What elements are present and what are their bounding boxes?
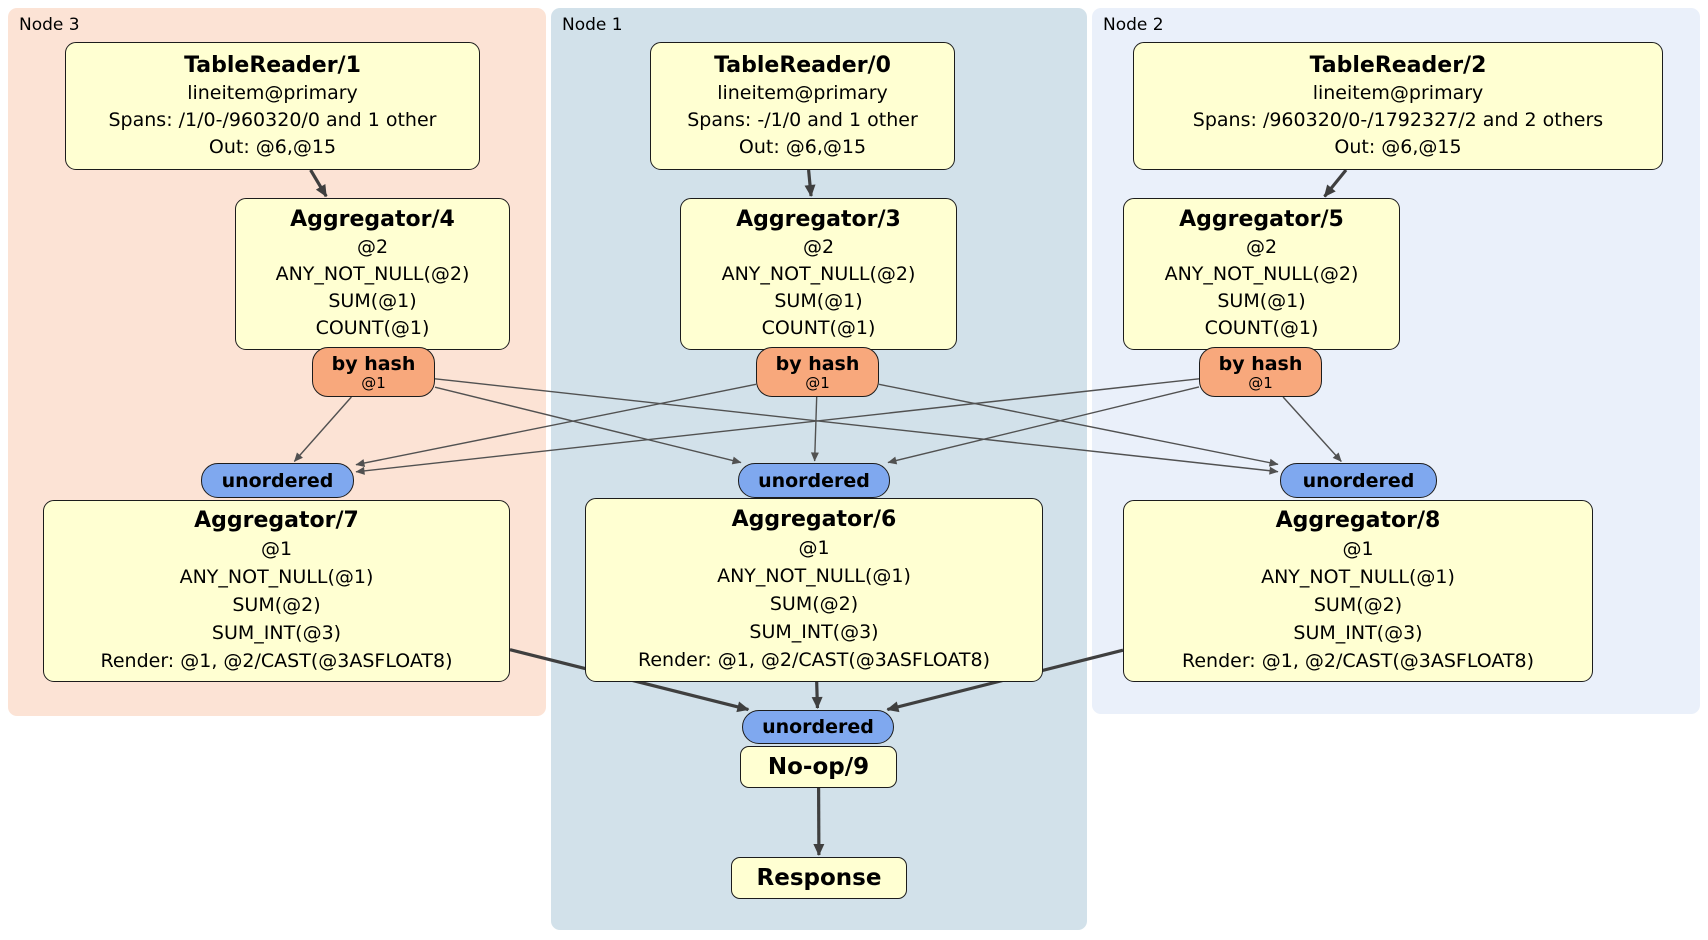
- unordered-badge-final: unordered: [742, 710, 894, 744]
- badge-sublabel: @1: [361, 373, 386, 392]
- box-line: SUM(@1): [328, 290, 417, 312]
- byhash-badge-node1: by hash @1: [756, 347, 879, 397]
- aggregator-3-box: Aggregator/3 @2 ANY_NOT_NULL(@2) SUM(@1)…: [680, 198, 957, 350]
- box-title: TableReader/0: [714, 52, 891, 78]
- aggregator-5-box: Aggregator/5 @2 ANY_NOT_NULL(@2) SUM(@1)…: [1123, 198, 1400, 350]
- noop-9-box: No-op/9: [740, 746, 897, 788]
- aggregator-7-box: Aggregator/7 @1 ANY_NOT_NULL(@1) SUM(@2)…: [43, 500, 510, 682]
- box-title: Aggregator/4: [290, 207, 455, 232]
- tablereader-2-box: TableReader/2 lineitem@primary Spans: /9…: [1133, 42, 1663, 170]
- badge-label: by hash: [331, 352, 416, 375]
- aggregator-4-box: Aggregator/4 @2 ANY_NOT_NULL(@2) SUM(@1)…: [235, 198, 510, 350]
- badge-label: unordered: [1302, 469, 1415, 492]
- box-line: ANY_NOT_NULL(@2): [1164, 263, 1359, 285]
- box-title: Aggregator/7: [194, 508, 359, 533]
- region-label-node3: Node 3: [19, 15, 80, 35]
- box-line: @2: [356, 236, 389, 258]
- badge-label: unordered: [221, 469, 334, 492]
- box-line: lineitem@primary: [717, 81, 888, 104]
- box-title: Aggregator/3: [736, 207, 901, 232]
- box-line: ANY_NOT_NULL(@2): [275, 263, 470, 285]
- box-line: Out: @6,@15: [738, 135, 867, 158]
- box-line: Out: @6,@15: [208, 135, 337, 158]
- unordered-badge-node1: unordered: [738, 463, 890, 498]
- badge-sublabel: @1: [805, 373, 830, 392]
- box-line: SUM(@2): [769, 593, 859, 615]
- box-line: COUNT(@1): [315, 317, 430, 339]
- box-line: @1: [1342, 538, 1374, 560]
- box-line: Render: @1, @2/CAST(@3ASFLOAT8): [1182, 650, 1534, 672]
- unordered-badge-node2: unordered: [1280, 463, 1437, 498]
- box-title: TableReader/1: [184, 52, 361, 78]
- box-line: SUM_INT(@3): [1293, 622, 1423, 644]
- box-line: SUM_INT(@3): [749, 621, 879, 643]
- aggregator-8-box: Aggregator/8 @1 ANY_NOT_NULL(@1) SUM(@2)…: [1123, 500, 1593, 682]
- box-line: ANY_NOT_NULL(@1): [179, 566, 374, 588]
- badge-label: by hash: [775, 352, 860, 375]
- box-line: ANY_NOT_NULL(@2): [721, 263, 916, 285]
- aggregator-6-box: Aggregator/6 @1 ANY_NOT_NULL(@1) SUM(@2)…: [585, 498, 1043, 682]
- box-title: Aggregator/5: [1179, 207, 1344, 232]
- box-title: Response: [756, 865, 882, 891]
- box-line: @1: [798, 537, 830, 559]
- response-box: Response: [731, 857, 907, 899]
- unordered-badge-node3: unordered: [201, 463, 354, 498]
- region-label-node2: Node 2: [1103, 15, 1164, 35]
- box-line: SUM(@2): [1313, 594, 1403, 616]
- box-line: Render: @1, @2/CAST(@3ASFLOAT8): [638, 649, 990, 671]
- box-line: Render: @1, @2/CAST(@3ASFLOAT8): [100, 650, 453, 672]
- box-title: No-op/9: [767, 754, 870, 780]
- box-line: ANY_NOT_NULL(@1): [717, 565, 911, 587]
- box-line: SUM(@1): [774, 290, 863, 312]
- box-line: @2: [1245, 236, 1278, 258]
- box-line: Out: @6,@15: [1334, 135, 1462, 158]
- box-line: SUM(@1): [1217, 290, 1306, 312]
- box-line: SUM(@2): [232, 594, 321, 616]
- box-line: lineitem@primary: [187, 81, 358, 104]
- box-line: COUNT(@1): [1204, 317, 1319, 339]
- box-title: Aggregator/6: [731, 507, 897, 532]
- box-line: @1: [260, 538, 293, 560]
- box-line: Spans: /960320/0-/1792327/2 and 2 others: [1192, 108, 1604, 131]
- box-line: Spans: /1/0-/960320/0 and 1 other: [108, 108, 437, 131]
- box-line: SUM_INT(@3): [211, 622, 342, 644]
- box-title: TableReader/2: [1309, 52, 1487, 78]
- badge-label: unordered: [758, 469, 870, 492]
- box-line: COUNT(@1): [761, 317, 876, 339]
- badge-label: unordered: [762, 716, 874, 738]
- tablereader-1-box: TableReader/1 lineitem@primary Spans: /1…: [65, 42, 480, 170]
- badge-sublabel: @1: [1248, 373, 1273, 392]
- box-title: Aggregator/8: [1275, 508, 1441, 533]
- box-line: @2: [802, 236, 835, 258]
- tablereader-0-box: TableReader/0 lineitem@primary Spans: -/…: [650, 42, 955, 170]
- byhash-badge-node3: by hash @1: [312, 347, 435, 397]
- badge-label: by hash: [1218, 352, 1303, 375]
- box-line: Spans: -/1/0 and 1 other: [687, 108, 918, 131]
- box-line: lineitem@primary: [1312, 81, 1484, 104]
- region-label-node1: Node 1: [562, 15, 623, 35]
- byhash-badge-node2: by hash @1: [1199, 347, 1322, 397]
- box-line: ANY_NOT_NULL(@1): [1261, 566, 1455, 588]
